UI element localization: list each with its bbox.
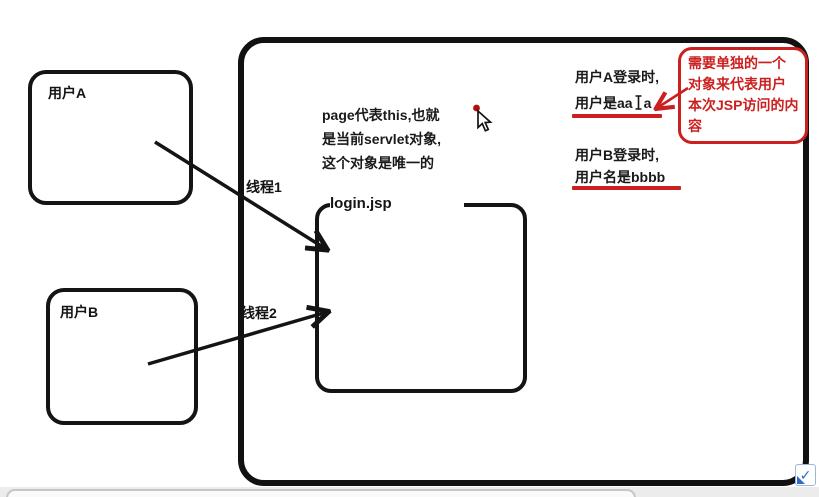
user-b-login-note-line2: 用户名是bbbb — [575, 169, 666, 185]
callout-line2: 对象来代表用户 — [688, 76, 786, 92]
thread2-label: 线程2 — [241, 305, 277, 321]
page-this-note-line2: 是当前servlet对象, — [322, 131, 442, 147]
callout-line1: 需要单独的一个 — [688, 55, 786, 71]
user-a-label: 用户A — [48, 85, 87, 101]
confirm-button[interactable]: ✓ — [795, 464, 816, 486]
confirm-corner-triangle — [797, 476, 805, 484]
callout-line3: 本次JSP访问的内 — [688, 97, 799, 113]
user-b-login-note-line1: 用户B登录时, — [575, 147, 659, 163]
red-callout-box: 需要单独的一个 对象来代表用户 本次JSP访问的内 容 — [678, 47, 808, 144]
user-a-red-underline — [572, 114, 662, 118]
page-this-note-line1: page代表this,也就 — [322, 107, 440, 123]
login-jsp-label: login.jsp — [330, 194, 464, 214]
thread1-label: 线程1 — [246, 179, 282, 195]
user-a-value-before-caret: 用户是aa — [575, 95, 633, 111]
text-ibeam-cursor-icon — [635, 95, 642, 110]
user-a-value-after-caret: a — [643, 95, 652, 111]
confirm-check-icon: ✓ — [799, 467, 812, 483]
page-this-note-line3: 这个对象是唯一的 — [322, 155, 434, 171]
user-b-red-underline — [572, 186, 681, 190]
callout-line4: 容 — [688, 118, 702, 134]
outer-frame-box — [238, 37, 809, 486]
user-b-label: 用户B — [60, 304, 99, 320]
page-this-note: page代表this,也就 是当前servlet对象, 这个对象是唯一的 — [322, 103, 441, 175]
user-a-login-note-line1: 用户A登录时, — [575, 69, 659, 85]
bottom-toolbar-panel[interactable] — [6, 489, 636, 497]
login-jsp-box — [315, 203, 527, 393]
user-b-box: 用户B — [46, 288, 198, 425]
user-a-box: 用户A — [28, 70, 193, 205]
